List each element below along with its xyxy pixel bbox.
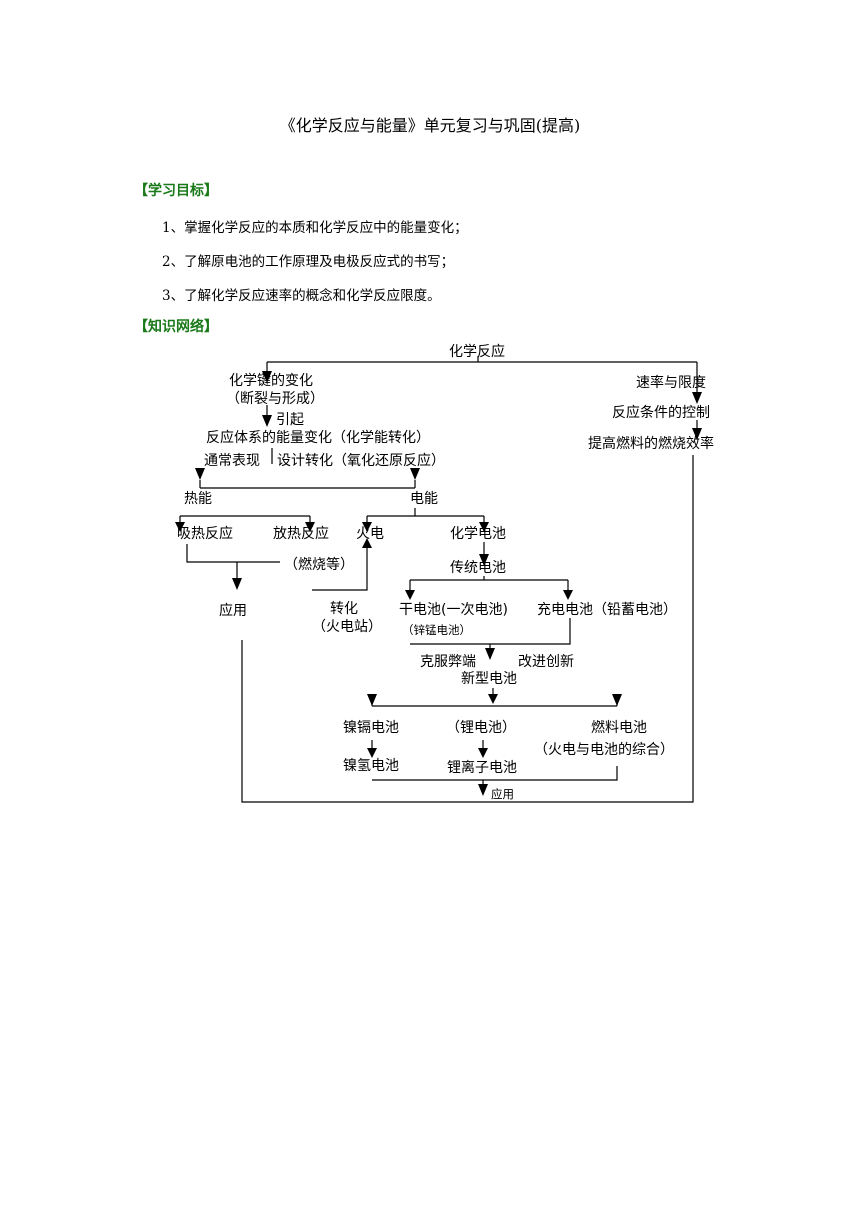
node-application-bottom: 应用 [491,787,514,801]
node-exothermic: 放热反应 [273,525,329,542]
label-fuel-cell-note: （火电与电池的综合） [534,742,674,758]
node-li-ion-battery: 锂离子电池 [447,759,517,776]
label-zinc-manganese: （锌锰电池） [402,623,471,637]
node-new-battery: 新型电池 [461,671,517,687]
node-thermal-power: 火电 [356,526,384,542]
node-chemical-battery: 化学电池 [450,526,506,542]
node-nimh-battery: 镍氢电池 [343,758,399,774]
node-lithium-battery: （锂电池） [446,720,516,736]
node-energy-change: 反应体系的能量变化（化学能转化） [206,429,430,446]
label-overcome: 克服弊端 [420,654,476,670]
node-combustion-efficiency: 提高燃料的燃烧效率 [588,435,714,452]
objective-item-3: 3、了解化学反应速率的概念和化学反应限度。 [162,288,441,304]
label-design: 设计转化（氧化还原反应） [277,452,445,469]
node-bond-change: 化学键的变化 [229,373,313,389]
node-traditional-battery: 传统电池 [450,560,506,576]
diagram-connectors [179,356,698,803]
objectives-heading: 【学习目标】 [134,183,218,199]
node-chemical-reaction: 化学反应 [449,343,505,360]
label-power-station: （火电站） [312,619,382,635]
node-bond-detail: （断裂与形成） [226,391,324,407]
node-rate-limit: 速率与限度 [636,374,706,391]
node-dry-cell: 干电池(一次电池) [399,602,508,618]
diagram-arrowheads [175,371,702,796]
objective-item-2: 2、了解原电池的工作原理及电极反应式的书写； [162,254,455,270]
node-nicd-battery: 镍镉电池 [343,720,399,736]
node-endothermic: 吸热反应 [177,525,233,542]
node-heat: 热能 [184,491,212,507]
network-heading: 【知识网络】 [134,319,218,335]
label-conversion: 转化 [330,601,358,617]
page-title: 《化学反应与能量》单元复习与巩固(提高) [279,116,581,135]
objective-item-1: 1、掌握化学反应的本质和化学反应中的能量变化； [162,220,468,236]
label-combustion: （燃烧等） [284,556,354,573]
node-rechargeable-battery: 充电电池（铅蓄电池） [537,602,677,618]
node-fuel-cell: 燃料电池 [591,719,647,736]
label-usual: 通常表现 [204,453,260,469]
node-electric: 电能 [410,491,438,507]
label-improve: 改进创新 [518,654,574,670]
node-condition-control: 反应条件的控制 [612,404,710,421]
node-application-left: 应用 [219,602,247,619]
label-cause: 引起 [276,412,304,428]
